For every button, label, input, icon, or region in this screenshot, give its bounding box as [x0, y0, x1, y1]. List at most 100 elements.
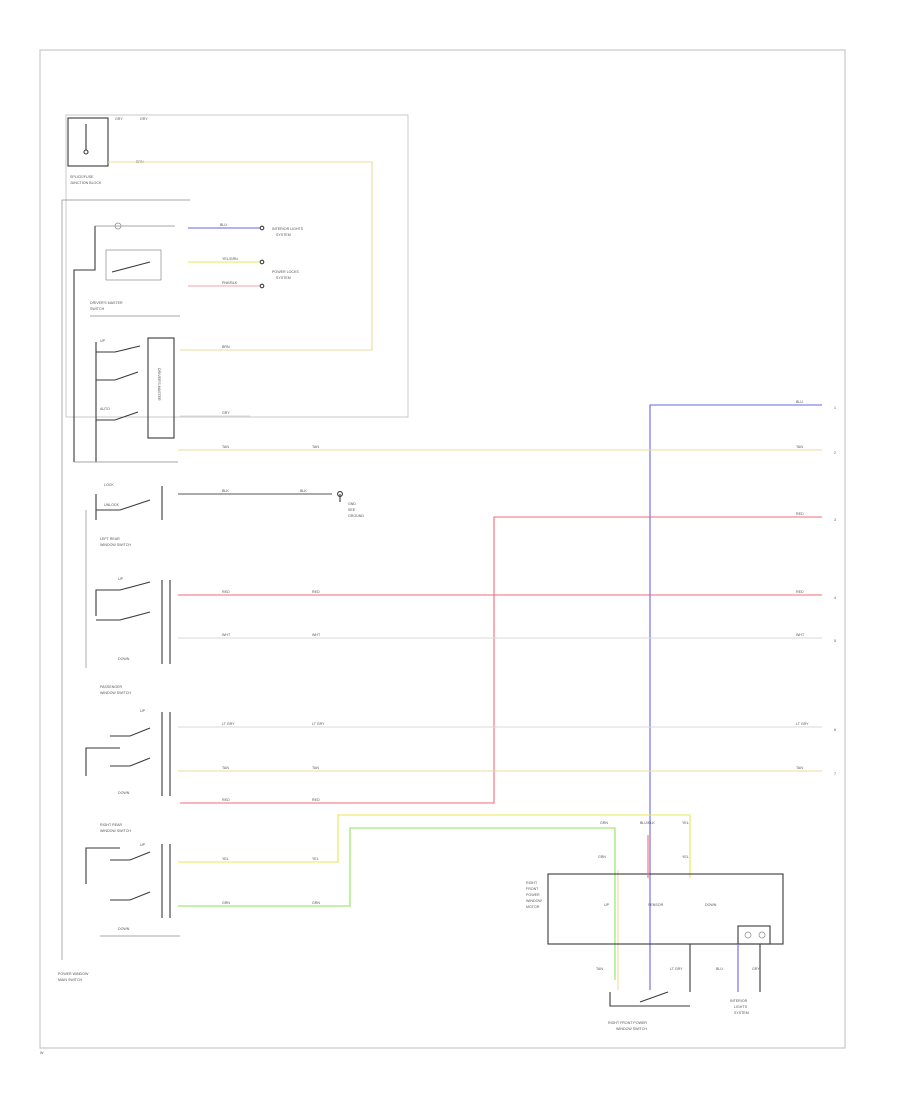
passenger-label-1: PASSENGER [100, 685, 123, 689]
fuse-out-code-2: GRY [140, 117, 148, 121]
code-803-a: RED [222, 798, 230, 802]
code-638-b: WHT [312, 633, 321, 637]
passenger-switch: PASSENGER WINDOW SWITCH UP DOWN [85, 685, 171, 796]
page-code: W [40, 1051, 44, 1055]
code-771-b: TAN [312, 766, 319, 770]
code-494-a: BLK [222, 489, 229, 493]
terminal-5: 5 [834, 639, 836, 643]
terminal-6: 6 [834, 728, 836, 732]
code-906-a: GRN [222, 901, 230, 905]
master-up-label: UP [100, 339, 106, 343]
left-rear-unlock-label: UNLOCK [104, 503, 120, 507]
rf-motor-up: UP [604, 903, 610, 907]
fuse-wires: BLU YEL/GRN PNK/BLK INTERIOR LIGHTS SYST… [108, 161, 373, 417]
left-rear-switch: LOCK UNLOCK LEFT REAR WINDOW SWITCH UP D… [85, 483, 171, 668]
rf-sw-code-1: TAN [596, 967, 603, 971]
code-771-a: TAN [222, 766, 229, 770]
code-862-a: YEL [222, 857, 229, 861]
code-638-c: WHT [796, 633, 805, 637]
rf-motor-sensor: SENSOR [648, 903, 664, 907]
terminal-7: 7 [834, 772, 836, 776]
terminal-3: 3 [834, 518, 836, 522]
code-595-c: RED [796, 590, 804, 594]
right-front-switch: TAN LT GRY BLU GRY RIGHT FRONT POWER WIN… [596, 944, 761, 1031]
interior-bottom-1: INTERIOR [730, 999, 748, 1003]
power-locks-2: SYSTEM [276, 276, 291, 280]
terminal-1: 1 [834, 406, 836, 410]
power-locks-1: POWER LOCKS [272, 270, 299, 274]
right-rear-up: UP [140, 843, 146, 847]
rf-sw-code-3: BLU [716, 967, 723, 971]
right-rear-label-2: WINDOW SWITCH [100, 829, 131, 833]
left-rear-up: UP [118, 577, 124, 581]
rf-switch-label-2: WINDOW SWITCH [616, 1027, 647, 1031]
passenger-down: DOWN [118, 791, 130, 795]
rf-sw-code-4: GRY [752, 967, 760, 971]
right-rear-down: DOWN [118, 927, 130, 931]
passenger-up: UP [140, 709, 146, 713]
rf-motor-label-3: POWER [526, 893, 540, 897]
rf-motor-label-1: RIGHT [526, 881, 538, 885]
gry-code-416: GRY [222, 411, 230, 415]
interior-bottom-2: LIGHTS [734, 1005, 748, 1009]
wire-codes-main: TAN TAN TAN BLK BLK BLU RED RED RED RED … [222, 400, 809, 905]
fuse-box-label-1: SPLICE/FUSE [70, 175, 94, 179]
fuse-out-code: GRY [115, 117, 123, 121]
code-595-b: RED [312, 590, 320, 594]
yel-grn-code: YEL/GRN [222, 257, 238, 261]
driver-master-label-1: DRIVER'S MASTER [90, 301, 123, 305]
code-595-a: RED [222, 590, 230, 594]
code-803-b: RED [312, 798, 320, 802]
blue-code: BLU [220, 223, 227, 227]
interior-lights-1: INTERIOR LIGHTS [272, 227, 304, 231]
ground-label-1: GND [348, 502, 356, 506]
code-771-c: TAN [796, 766, 803, 770]
driver-master-label-2: SWITCH [90, 307, 105, 311]
rf-mid-code-1: GRN [598, 855, 606, 859]
brn-code-350: BRN [222, 345, 230, 349]
power-window-label-1: POWER WINDOW [58, 972, 89, 976]
rf-mid-code-2: YEL [682, 855, 689, 859]
ground-label-3: GROUND [348, 514, 364, 518]
ground-label-2: SEE [348, 508, 356, 512]
code-517: RED [796, 512, 804, 516]
interior-bottom-3: SYSTEM [734, 1011, 749, 1015]
left-rear-label-2: WINDOW SWITCH [100, 543, 131, 547]
fuse-block: GRY GRY SPLICE/FUSE JUNCTION BLOCK BRN [65, 114, 409, 418]
rf-top-code-3: YEL [682, 821, 689, 825]
terminal-2: 2 [834, 451, 836, 455]
right-rear-switch: RIGHT REAR WINDOW SWITCH UP DOWN [85, 823, 180, 937]
rf-top-code-2: BLU/BLK [640, 821, 655, 825]
driver-master-switch: DRIVER'S MASTER SWITCH DRIVER'S MASTER U… [61, 199, 190, 960]
main-wires [178, 404, 822, 990]
right-front-motor: RIGHT FRONT POWER WINDOW MOTOR UP SENSOR… [526, 821, 784, 945]
interior-lights-2: SYSTEM [276, 233, 291, 237]
rf-switch-label-1: RIGHT FRONT POWER [608, 1021, 647, 1025]
right-terminals: 1 2 3 4 5 6 7 [834, 406, 836, 776]
ground-point: GND SEE GROUND [337, 491, 364, 518]
diagram-frame [39, 49, 846, 1049]
code-450-c: TAN [796, 445, 803, 449]
pnk-blk-code: PNK/BLK [222, 281, 238, 285]
rf-motor-label-2: FRONT [526, 887, 539, 891]
master-auto-label: AUTO [100, 407, 110, 411]
code-727-c: LT GRY [796, 722, 809, 726]
terminal-4: 4 [834, 596, 836, 600]
code-638-a: WHT [222, 633, 231, 637]
rf-motor-down: DOWN [705, 903, 717, 907]
code-450-a: TAN [222, 445, 229, 449]
left-rear-lock-label: LOCK [104, 483, 114, 487]
rf-motor-label-5: MOTOR [526, 905, 540, 909]
left-rear-label-1: LEFT REAR [100, 537, 120, 541]
code-862-b: YEL [312, 857, 319, 861]
master-logic-label: DRIVER'S MASTER [157, 368, 161, 401]
code-450-b: TAN [312, 445, 319, 449]
rf-top-code-1: GRN [600, 821, 608, 825]
right-rear-label-1: RIGHT REAR [100, 823, 123, 827]
code-906-b: GRN [312, 901, 320, 905]
code-494-b: BLK [300, 489, 307, 493]
rf-motor-label-4: WINDOW [526, 899, 542, 903]
fuse-box-label-2: JUNCTION BLOCK [70, 181, 102, 185]
code-727-a: LT GRY [222, 722, 235, 726]
